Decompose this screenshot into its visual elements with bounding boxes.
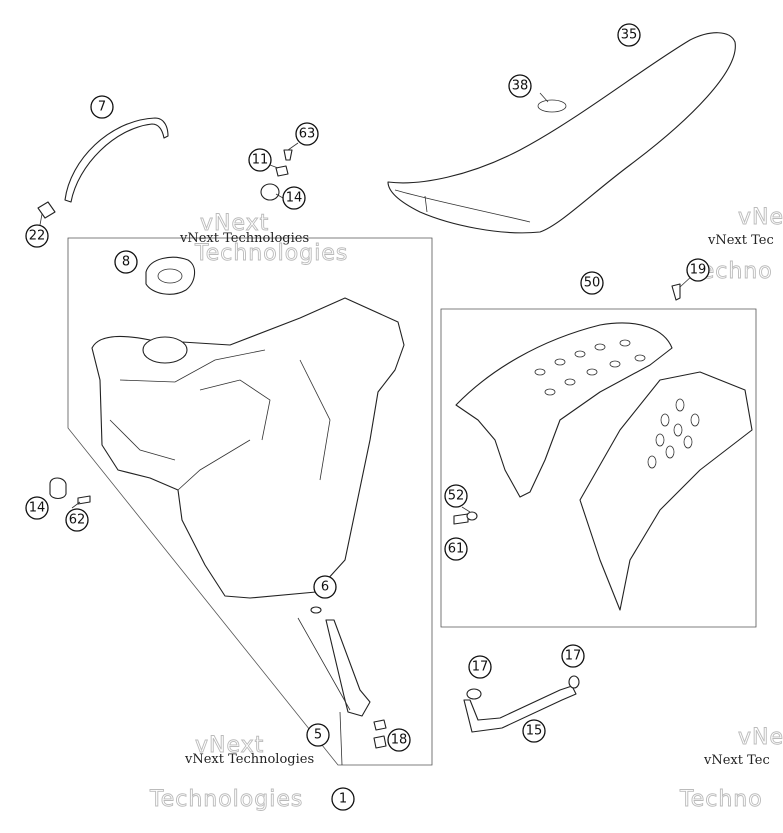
seat-emblem-part bbox=[537, 99, 567, 113]
callout-8: 8 bbox=[114, 250, 138, 274]
seat-part bbox=[387, 32, 736, 234]
rubber-bushing-left-part bbox=[49, 477, 67, 500]
svg-text:62: 62 bbox=[69, 513, 86, 528]
callout-61: 61 bbox=[444, 537, 468, 561]
tank-group-frame bbox=[67, 237, 433, 766]
callout-35: 35 bbox=[617, 23, 641, 47]
watermark-technologies-bottom: Technologies bbox=[149, 787, 303, 812]
callout-63: 63 bbox=[295, 122, 319, 146]
hose-fitting-part bbox=[37, 201, 56, 219]
shroud-screw-part bbox=[453, 513, 469, 525]
watermark-text-bottom: vNext Technologies bbox=[184, 752, 314, 767]
fuel-cap-part bbox=[145, 256, 196, 295]
svg-text:1: 1 bbox=[339, 792, 347, 807]
svg-text:17: 17 bbox=[472, 660, 489, 675]
o-ring-part bbox=[310, 606, 322, 614]
fuel-tank-part bbox=[91, 297, 405, 599]
svg-text:14: 14 bbox=[29, 501, 46, 516]
watermark-technologies-top: Technologies bbox=[194, 241, 348, 266]
svg-text:15: 15 bbox=[526, 724, 543, 739]
washer-part bbox=[275, 165, 289, 177]
callout-17-right: 17 bbox=[561, 644, 585, 668]
watermark-text-top: vNext Technologies bbox=[179, 231, 309, 246]
callout-22: 22 bbox=[25, 224, 49, 248]
watermark-technologies-right-bottom: Techno bbox=[679, 787, 763, 812]
fuel-tap-part bbox=[325, 619, 371, 717]
svg-text:17: 17 bbox=[565, 649, 582, 664]
svg-text:52: 52 bbox=[448, 489, 465, 504]
svg-text:5: 5 bbox=[314, 728, 322, 743]
svg-text:14: 14 bbox=[286, 191, 303, 206]
screw-left-part bbox=[77, 495, 91, 505]
callout-52: 52 bbox=[444, 484, 468, 508]
callout-38: 38 bbox=[508, 74, 532, 98]
callout-11: 11 bbox=[248, 148, 272, 172]
tank-detail-lines bbox=[109, 349, 331, 491]
watermark-text-right-bottom: vNext Tec bbox=[703, 753, 770, 768]
svg-text:6: 6 bbox=[321, 580, 329, 595]
tap-leader-lines bbox=[297, 617, 351, 766]
shroud-vent-holes bbox=[534, 339, 700, 469]
tank-filler-neck bbox=[142, 336, 188, 364]
svg-text:22: 22 bbox=[29, 229, 46, 244]
svg-text:61: 61 bbox=[448, 542, 465, 557]
callout-5: 5 bbox=[306, 723, 330, 747]
callout-62: 62 bbox=[65, 508, 89, 532]
callout-18: 18 bbox=[387, 728, 411, 752]
svg-text:38: 38 bbox=[512, 79, 529, 94]
svg-text:50: 50 bbox=[584, 276, 601, 291]
svg-text:11: 11 bbox=[252, 153, 269, 168]
svg-text:63: 63 bbox=[299, 127, 316, 142]
callout-14-left: 14 bbox=[25, 496, 49, 520]
callout-6: 6 bbox=[313, 575, 337, 599]
callout-1: 1 bbox=[331, 787, 355, 811]
hose-clamp-right-part bbox=[568, 675, 580, 689]
hose-clamp-left-part bbox=[466, 688, 482, 700]
watermark-text-right-top: vNext Tec bbox=[707, 233, 774, 248]
svg-text:18: 18 bbox=[391, 733, 408, 748]
callout-50: 50 bbox=[580, 271, 604, 295]
fuel-hose-part bbox=[64, 117, 169, 203]
watermark-vnext-right-top: vNe bbox=[738, 205, 783, 230]
seat-edge-line bbox=[394, 189, 531, 223]
fuel-cap-ring bbox=[157, 268, 183, 284]
callout-19: 19 bbox=[686, 258, 710, 282]
watermark-vnext-bottom: vNext bbox=[195, 733, 264, 758]
watermark-vnext-top: vNext bbox=[200, 211, 269, 236]
rubber-bushing-part bbox=[260, 183, 280, 201]
svg-text:7: 7 bbox=[98, 100, 106, 115]
svg-text:19: 19 bbox=[690, 263, 707, 278]
watermark-vnext-right-bottom: vNe bbox=[738, 725, 783, 750]
callout-15: 15 bbox=[522, 719, 546, 743]
shroud-washer-part bbox=[466, 511, 478, 521]
screw-part bbox=[283, 149, 293, 161]
bolt-part bbox=[671, 283, 681, 301]
right-shroud-part bbox=[579, 371, 753, 611]
tap-screw-part bbox=[373, 719, 387, 749]
shroud-group-frame bbox=[440, 308, 757, 628]
svg-text:35: 35 bbox=[621, 28, 638, 43]
svg-text:8: 8 bbox=[122, 255, 130, 270]
callout-17-left: 17 bbox=[468, 655, 492, 679]
callout-7: 7 bbox=[90, 95, 114, 119]
callout-14-upper: 14 bbox=[282, 186, 306, 210]
